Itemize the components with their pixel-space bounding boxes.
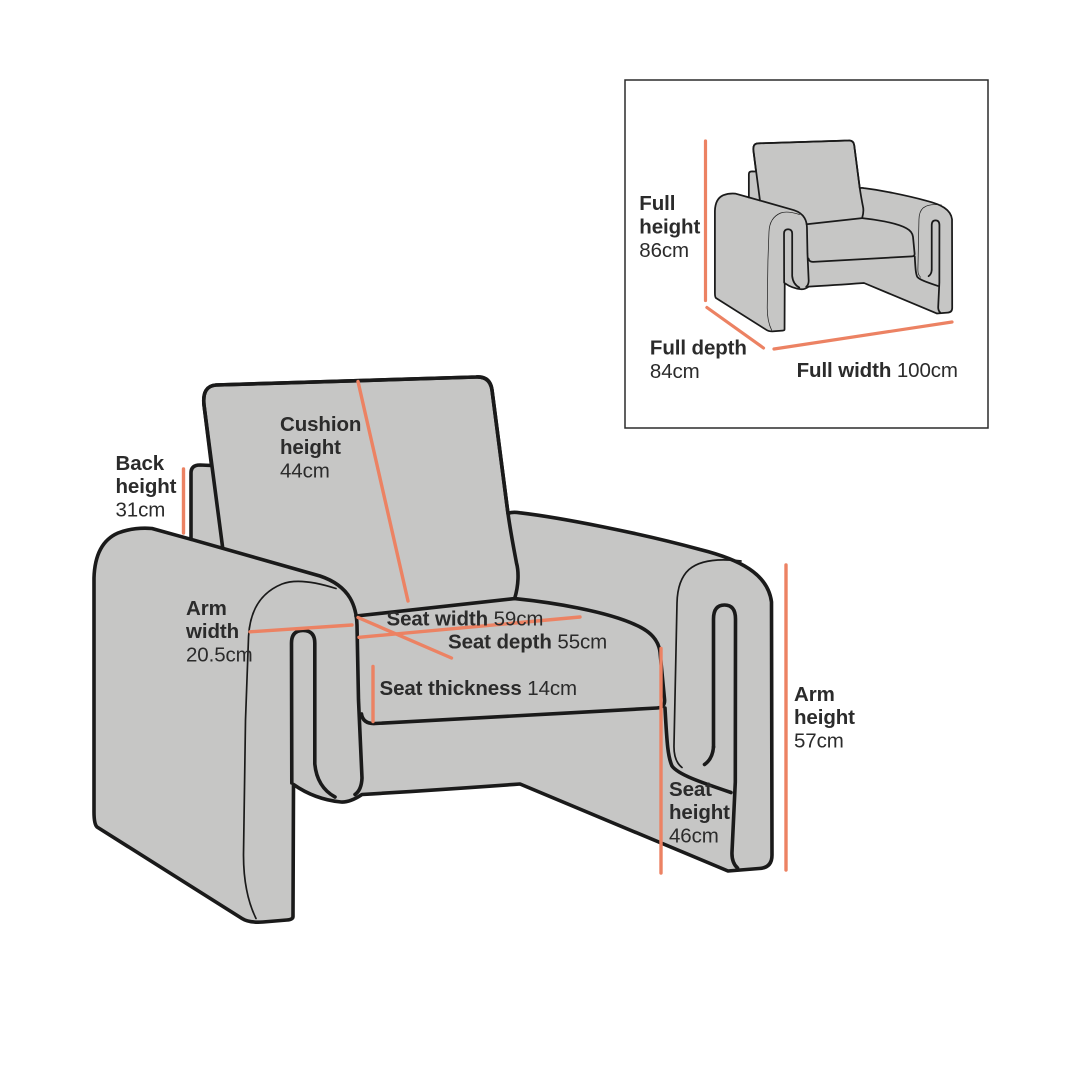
svg-text:46cm: 46cm: [669, 824, 719, 847]
svg-text:height: height: [794, 706, 855, 729]
svg-text:height: height: [116, 475, 177, 498]
svg-text:Arm: Arm: [186, 597, 227, 620]
svg-text:Seat depth 55cm: Seat depth 55cm: [448, 631, 607, 654]
svg-text:57cm: 57cm: [794, 729, 844, 752]
svg-text:44cm: 44cm: [280, 459, 330, 482]
svg-text:height: height: [669, 801, 730, 824]
svg-text:Seat: Seat: [669, 778, 712, 801]
svg-text:height: height: [280, 436, 341, 459]
svg-text:Cushion: Cushion: [280, 413, 361, 436]
svg-text:height: height: [639, 216, 700, 239]
svg-text:20.5cm: 20.5cm: [186, 643, 253, 666]
svg-text:Full: Full: [639, 192, 675, 215]
svg-text:Seat thickness 14cm: Seat thickness 14cm: [380, 677, 578, 700]
svg-text:Back: Back: [116, 452, 165, 475]
svg-text:Full depth: Full depth: [650, 336, 747, 359]
svg-text:Arm: Arm: [794, 683, 835, 706]
svg-text:width: width: [185, 620, 239, 643]
svg-text:Seat width 59cm: Seat width 59cm: [387, 608, 544, 631]
svg-text:Full width 100cm: Full width 100cm: [797, 359, 958, 382]
svg-text:31cm: 31cm: [116, 498, 166, 521]
svg-text:86cm: 86cm: [639, 239, 689, 262]
svg-text:84cm: 84cm: [650, 360, 700, 383]
